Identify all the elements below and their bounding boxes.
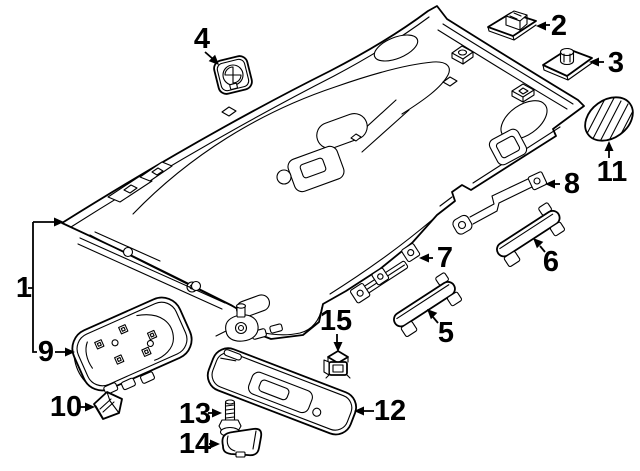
- visor-retainer-drawing: [323, 350, 351, 379]
- callout-7[interactable]: 7: [419, 242, 453, 274]
- cover-cap-drawing: [213, 55, 253, 95]
- grab-handle-drawing: [393, 272, 463, 338]
- front-reinforcement: [77, 231, 226, 310]
- callout-14[interactable]: 14: [179, 428, 220, 460]
- callout-3[interactable]: 3: [589, 47, 624, 79]
- callout-2[interactable]: 2: [536, 10, 567, 42]
- console-clip-drawing: [93, 391, 123, 420]
- callout-1[interactable]: 1: [16, 217, 64, 353]
- part-number-7[interactable]: 7: [437, 242, 453, 274]
- visor-clip-cover-drawing: [221, 427, 263, 458]
- clip-mount-cubes: [451, 45, 535, 103]
- sun-visor-drawing: [206, 303, 357, 436]
- part-number-15[interactable]: 15: [320, 305, 352, 337]
- callout-5[interactable]: 5: [427, 309, 454, 349]
- handle-bracket-rear-drawing: [452, 171, 548, 235]
- roof-clip-drawing: [487, 10, 537, 41]
- callout-11[interactable]: 11: [597, 141, 628, 188]
- maplight-cutouts: [221, 76, 458, 193]
- callout-12[interactable]: 12: [354, 395, 406, 427]
- part-number-1[interactable]: 1: [16, 272, 32, 304]
- part-number-10[interactable]: 10: [50, 391, 82, 423]
- callout-15[interactable]: 15: [320, 305, 352, 352]
- part-number-12[interactable]: 12: [374, 395, 406, 427]
- grab-handle-rear-drawing: [496, 202, 566, 268]
- callout-8[interactable]: 8: [545, 168, 580, 200]
- callout-13[interactable]: 13: [179, 398, 222, 430]
- part-number-8[interactable]: 8: [564, 168, 580, 200]
- callout-4[interactable]: 4: [194, 23, 219, 65]
- edge-tabs: [107, 161, 173, 203]
- part-number-14[interactable]: 14: [179, 428, 211, 460]
- part-number-2[interactable]: 2: [551, 10, 567, 42]
- part-number-9[interactable]: 9: [38, 336, 54, 368]
- part-number-5[interactable]: 5: [438, 317, 454, 349]
- part-number-6[interactable]: 6: [543, 246, 559, 278]
- callout-9[interactable]: 9: [38, 336, 75, 368]
- part-number-13[interactable]: 13: [179, 398, 211, 430]
- headliner-panel-drawing: [61, 5, 585, 340]
- part-number-11[interactable]: 11: [597, 156, 628, 188]
- part-number-3[interactable]: 3: [608, 47, 624, 79]
- part-number-4[interactable]: 4: [194, 23, 210, 55]
- callout-10[interactable]: 10: [50, 391, 95, 423]
- visor-pivot-bracket: [215, 303, 259, 342]
- overhead-console-drawing: [71, 296, 193, 395]
- callout-6[interactable]: 6: [533, 238, 559, 278]
- handle-bracket-drawing: [349, 243, 421, 304]
- roof-retainer-drawing: [542, 47, 593, 81]
